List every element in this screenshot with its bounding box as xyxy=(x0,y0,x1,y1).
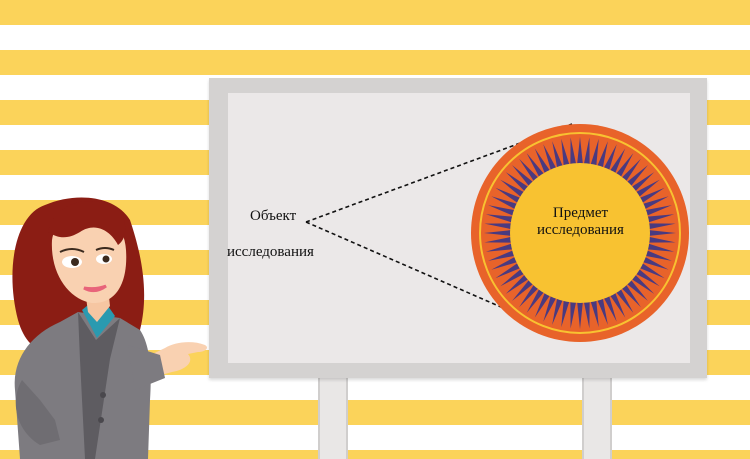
sunburst-circle-icon xyxy=(471,124,689,342)
sunburst-ray xyxy=(505,172,530,193)
subject-label-line1: Предмет xyxy=(552,205,609,221)
sunburst-ray xyxy=(484,229,513,237)
sunburst-ray xyxy=(543,144,557,172)
sunburst-ray xyxy=(590,138,599,167)
sunburst-ray xyxy=(641,256,669,270)
sunburst-ray xyxy=(534,148,551,175)
sunburst-ray xyxy=(543,294,557,322)
sunburst-ray xyxy=(526,287,545,313)
sunburst-ray xyxy=(583,137,590,166)
sunburst-ray xyxy=(505,273,530,294)
sunburst-ray xyxy=(570,300,577,329)
subject-label-line2: исследования xyxy=(537,222,624,238)
sunburst-ray xyxy=(634,268,660,287)
sunburst-ray xyxy=(534,291,551,318)
sunburst-ray xyxy=(485,243,514,252)
sunburst-ray xyxy=(644,205,672,217)
sunburst-ray xyxy=(615,153,634,179)
sunburst-ray xyxy=(630,273,655,294)
sunburst-ray xyxy=(500,179,526,198)
sunburst-ray xyxy=(519,158,540,183)
watermark: Kursovik.com xyxy=(613,433,674,442)
sunburst-ray xyxy=(561,138,570,167)
sunburst-ray xyxy=(512,165,535,188)
sunburst-ray xyxy=(570,137,577,166)
sunburst-ray xyxy=(596,141,608,169)
sunburst-ray xyxy=(647,223,676,230)
sunburst-ray xyxy=(620,158,641,183)
sunburst-ray xyxy=(638,262,665,279)
sunburst-ray xyxy=(485,214,514,223)
sunburst-ray xyxy=(615,287,634,313)
object-label-line2: исследования xyxy=(227,244,314,260)
sunburst-ray xyxy=(526,153,545,179)
sunburst-ray xyxy=(596,297,608,325)
sunburst-ray xyxy=(561,299,570,328)
sunburst-ray xyxy=(638,187,665,204)
sunburst-ray xyxy=(552,141,564,169)
sunburst-ray xyxy=(491,256,519,270)
sunburst-ray xyxy=(576,300,584,329)
sunburst-ray xyxy=(634,179,660,198)
sunburst-ray xyxy=(552,297,564,325)
sunburst-ray xyxy=(500,268,526,287)
sunburst-ray xyxy=(576,137,584,166)
sunburst-ray xyxy=(484,236,513,243)
sunburst-ray xyxy=(495,262,522,279)
sunburst-ray xyxy=(495,187,522,204)
sunburst-ray xyxy=(603,144,617,172)
sunburst-ray xyxy=(647,236,676,243)
sunburst-ray xyxy=(646,243,675,252)
sunburst-ray xyxy=(609,148,626,175)
sunburst-ray xyxy=(583,300,590,329)
sunburst-ray xyxy=(644,249,672,261)
sunburst-ray xyxy=(625,165,648,188)
sunburst-ray xyxy=(625,278,648,301)
sunburst-ray xyxy=(609,291,626,318)
sunburst-ray xyxy=(484,223,513,230)
sunburst-ray xyxy=(488,205,516,217)
sunburst-ray xyxy=(630,172,655,193)
sunburst-ray xyxy=(603,294,617,322)
sunburst-ray xyxy=(641,196,669,210)
sunburst-ray xyxy=(519,283,540,308)
sunburst-ray xyxy=(647,229,676,237)
sunburst-ray xyxy=(590,299,599,328)
sunburst-ray xyxy=(646,214,675,223)
dashed-line-upper xyxy=(305,123,573,223)
sunburst-ray xyxy=(488,249,516,261)
sunburst-ray xyxy=(512,278,535,301)
sunburst-ray xyxy=(620,283,641,308)
object-label-line1: Объект xyxy=(250,208,297,224)
sunburst-ray xyxy=(491,196,519,210)
subject-label: Предмет исследования xyxy=(518,205,643,239)
